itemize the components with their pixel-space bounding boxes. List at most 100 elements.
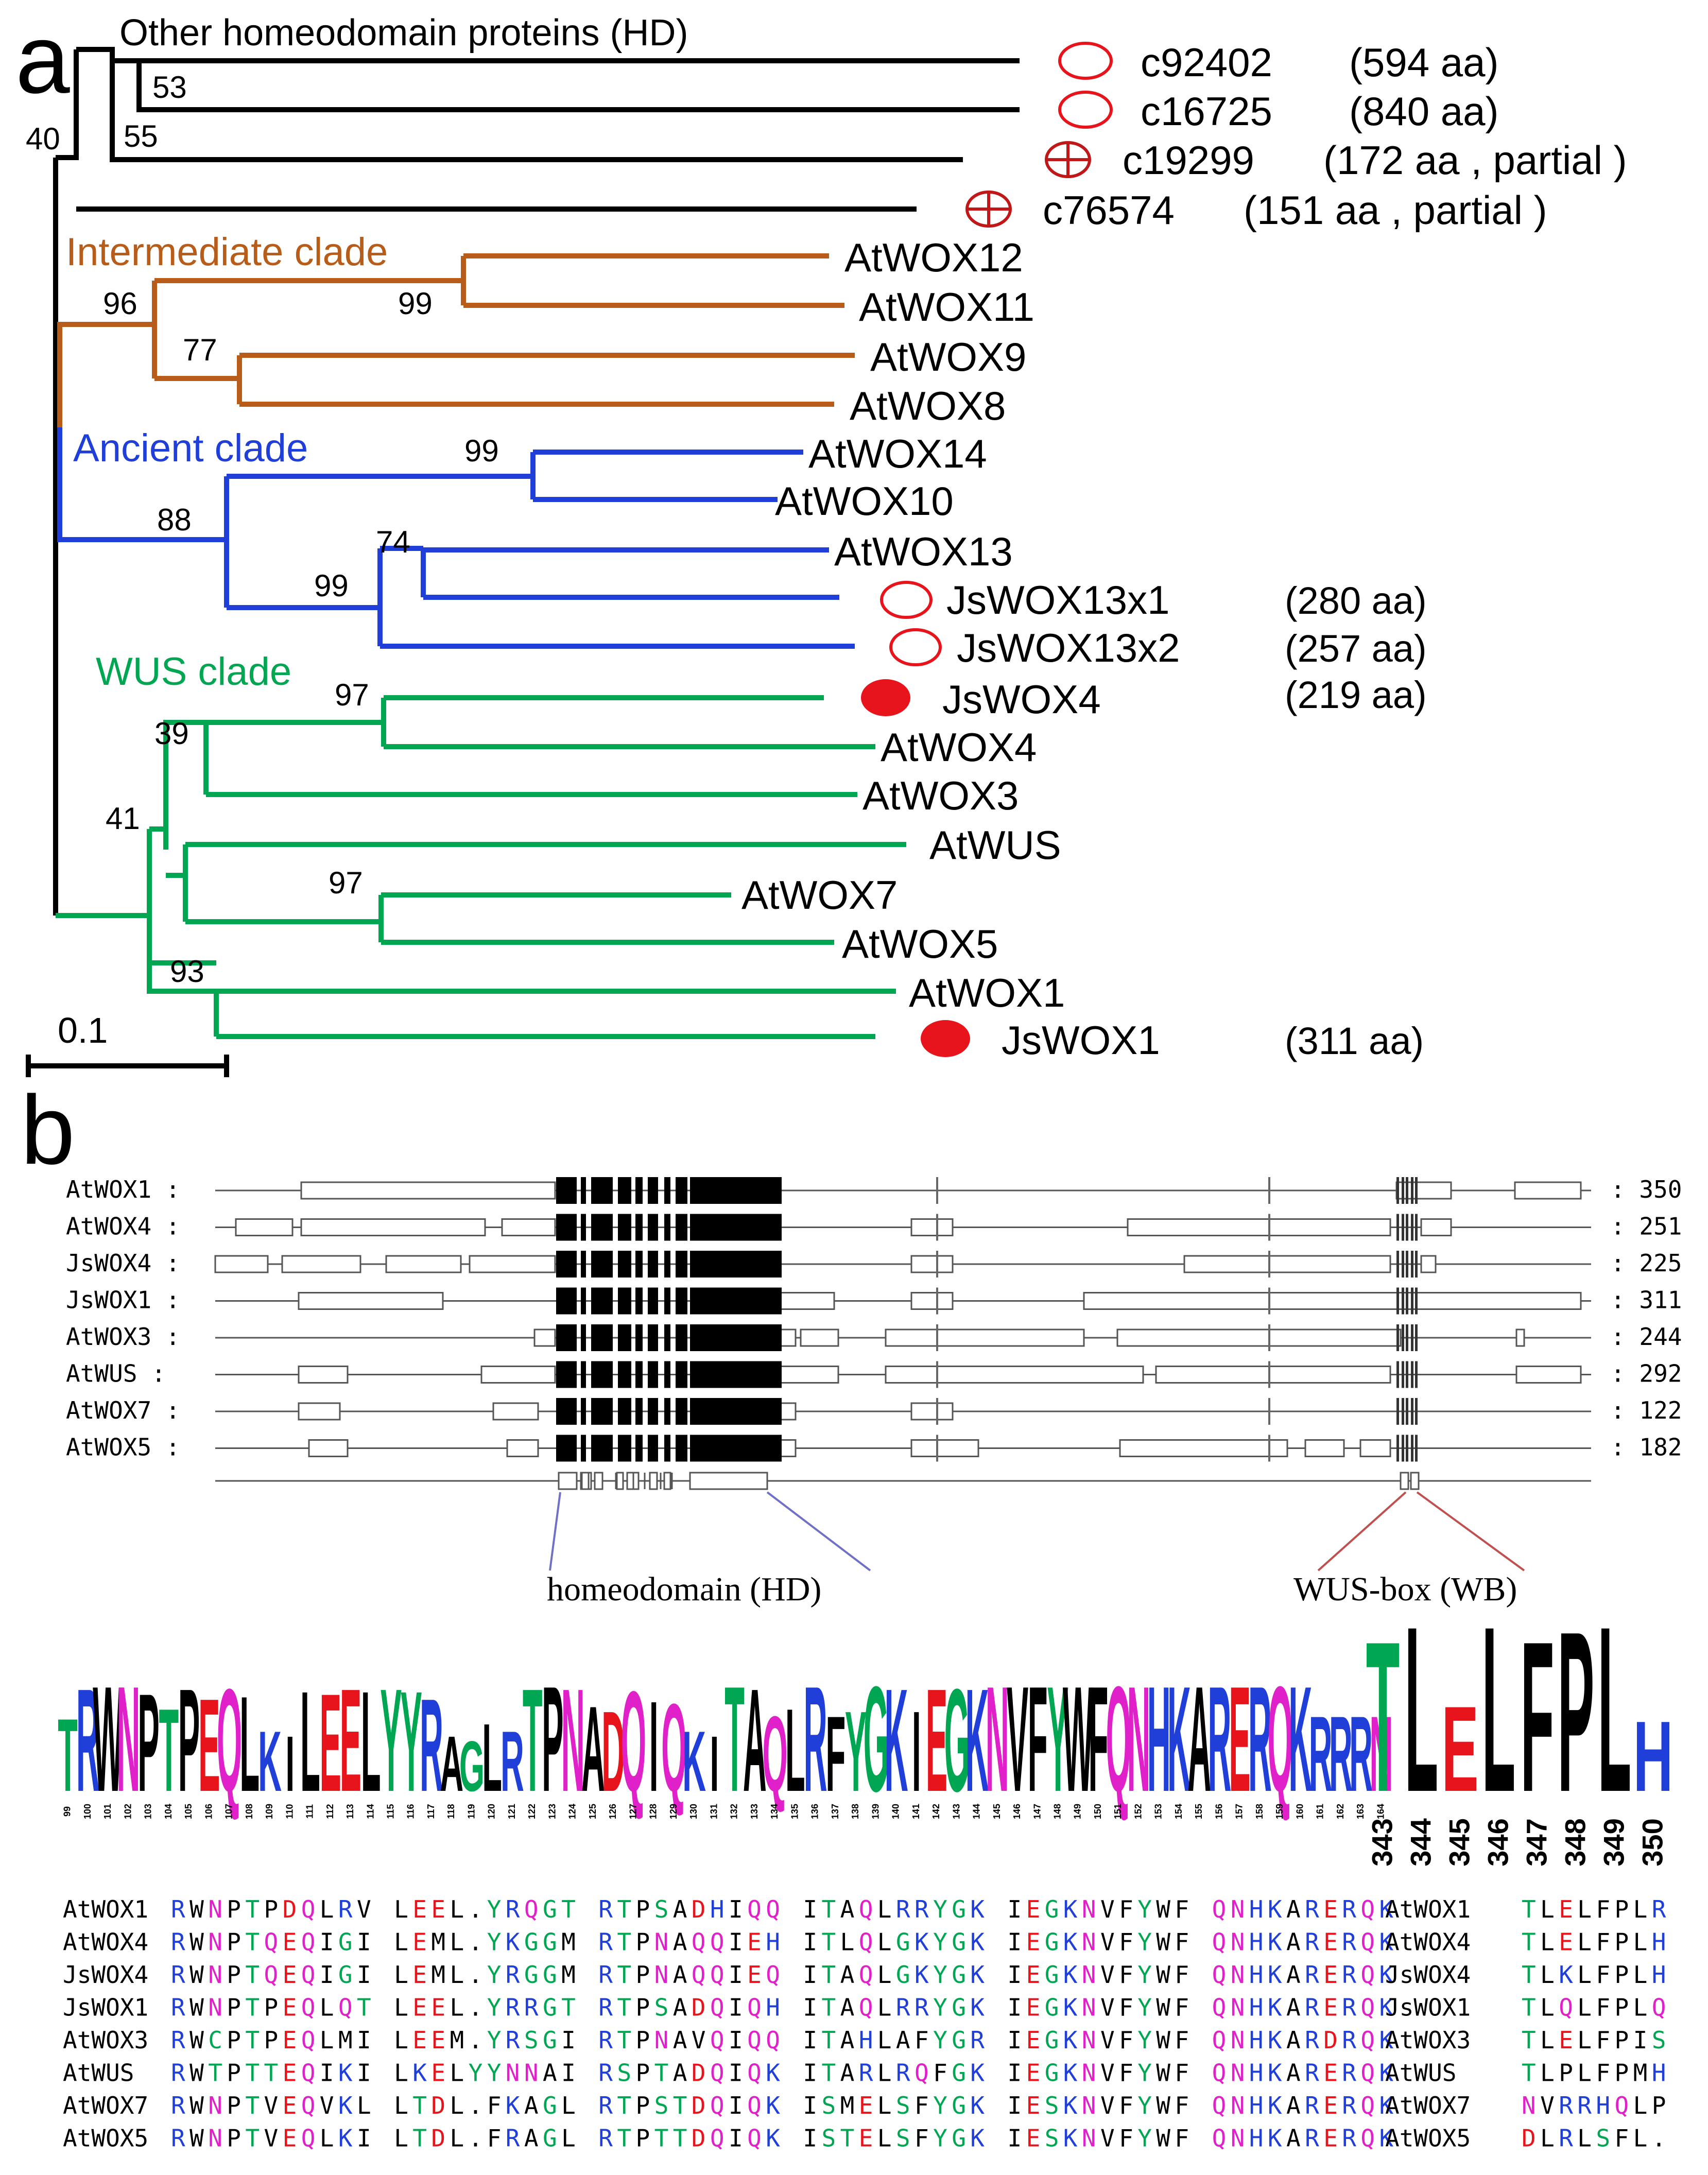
protein-length: : 350 (1611, 1176, 1682, 1203)
alignment-residue: Y (1137, 1961, 1152, 1989)
homeodomain-block (591, 1324, 613, 1351)
alignment-residue: R (1305, 2092, 1319, 2119)
logo-position: 149 (1073, 1804, 1083, 1819)
alignment-residue: F (1119, 2092, 1133, 2119)
alignment-residue: L (1540, 1961, 1555, 1989)
alignment-residue: K (1268, 2092, 1282, 2119)
alignment-residue: L (320, 1895, 334, 1923)
logo-letter: W (1063, 1655, 1094, 1823)
alignment-residue: A (840, 2059, 855, 2087)
logo-position: 128 (648, 1804, 659, 1819)
alignment-residue: . (469, 1994, 483, 2022)
wus-box-block (1402, 1177, 1404, 1204)
alignment-residue: G (543, 1928, 557, 1956)
alignment-residue: W (189, 2059, 204, 2087)
alignment-residue: N (1231, 1928, 1245, 1956)
logo-letter: R (501, 1713, 524, 1809)
alignment-residue: L (1577, 1895, 1592, 1923)
alignment-residue: R (1342, 2026, 1356, 2054)
alignment-residue: . (469, 1928, 483, 1956)
wus-box-block (1396, 1251, 1399, 1278)
alignment-residue: Y (1137, 2092, 1152, 2119)
alignment-residue: F (1119, 1961, 1133, 1989)
logo-position: 156 (1214, 1804, 1224, 1819)
logo-letter: N (1127, 1655, 1151, 1823)
logo-position: 124 (567, 1804, 578, 1819)
alignment-residue: Q (1212, 1994, 1227, 2022)
alignment-residue: M (450, 2026, 464, 2054)
bootstrap-value: 53 (152, 70, 187, 105)
homeodomain-block (618, 1287, 631, 1315)
alignment-residue: T (1522, 2059, 1536, 2087)
alignment-residue: T (1522, 1994, 1536, 2022)
alignment-residue: G (1045, 1961, 1059, 1989)
logo-letter: K (1167, 1655, 1191, 1823)
homeodomain-block (664, 1324, 670, 1351)
alignment-residue: V (1100, 2125, 1115, 2152)
alignment-residue: I (1633, 2026, 1648, 2054)
alignment-residue: L (394, 2059, 408, 2087)
alignment-name: AtWOX5 (63, 2125, 148, 2152)
alignment-residue: . (469, 2125, 483, 2152)
logo-position: 120 (487, 1804, 497, 1819)
schematic-box (480, 1366, 556, 1384)
alignment-residue: E (1323, 2125, 1338, 2152)
alignment-residue: G (338, 1928, 353, 1956)
alignment-residue: E (747, 1928, 762, 1956)
alignment-name: AtWOX4 (63, 1928, 148, 1956)
alignment-name: AtWOX3 (63, 2026, 148, 2054)
logo-position: 101 (102, 1804, 113, 1819)
alignment-residue: A (543, 2059, 557, 2087)
logo-letter: L (482, 1703, 502, 1811)
schematic-box (910, 1402, 954, 1421)
alignment-residue: N (1082, 1928, 1096, 1956)
alignment-residue: S (822, 2092, 836, 2119)
alignment-residue: T (822, 2026, 836, 2054)
alignment-residue: L (561, 2092, 576, 2119)
alignment-residue: I (357, 1928, 371, 1956)
alignment-residue: K (1063, 2059, 1078, 2087)
logo-position: 147 (1032, 1804, 1042, 1819)
logo-position: 154 (1174, 1804, 1184, 1819)
alignment-residue: Q (710, 2059, 724, 2087)
schematic-box (506, 1439, 539, 1457)
alignment-residue: Y (933, 2092, 947, 2119)
alignment-residue: R (506, 1895, 520, 1923)
alignment-residue: D (692, 2092, 706, 2119)
alignment-residue: F (487, 2125, 502, 2152)
alignment-residue: K (915, 1928, 929, 1956)
alignment-residue: F (1596, 1961, 1610, 1989)
alignment-residue: I (803, 2059, 817, 2087)
alignment-residue: L (394, 2092, 408, 2119)
alignment-residue: K (766, 2092, 780, 2119)
alignment-residue: E (431, 1994, 445, 2022)
alignment-residue: H (1249, 2026, 1264, 2054)
alignment-residue: P (636, 2092, 650, 2119)
alignment-residue: Q (710, 1928, 724, 1956)
schematic-box (1420, 1255, 1437, 1273)
logo-position: 152 (1133, 1804, 1143, 1819)
alignment-residue: T (654, 2059, 669, 2087)
taxon-name: AtWOX7 (741, 872, 898, 918)
homeodomain-block (581, 1324, 586, 1351)
logo-letter: Y (401, 1662, 422, 1821)
alignment-residue: L (320, 1994, 334, 2022)
taxon-size: (840 aa) (1349, 89, 1499, 134)
alignment-residue: I (320, 2059, 334, 2087)
schematic-box (910, 1255, 954, 1273)
tree-other-branches (53, 47, 1020, 916)
homeodomain-block (591, 1177, 613, 1204)
alignment-residue: R (598, 1961, 613, 1989)
alignment-residue: I (729, 1994, 743, 2022)
alignment-residue: S (524, 2026, 539, 2054)
alignment-residue: Y (933, 1961, 947, 1989)
alignment-residue: S (896, 2125, 910, 2152)
alignment-name: JsWOX4 (1385, 1961, 1471, 1989)
filled-circle-marker (921, 1020, 970, 1057)
consensus-row (215, 1472, 1591, 1490)
taxon-size: (280 aa) (1285, 579, 1427, 622)
wus-box-block (1415, 1398, 1418, 1425)
alignment-residue: R (524, 1994, 539, 2022)
logo-letter: K (1289, 1655, 1313, 1823)
